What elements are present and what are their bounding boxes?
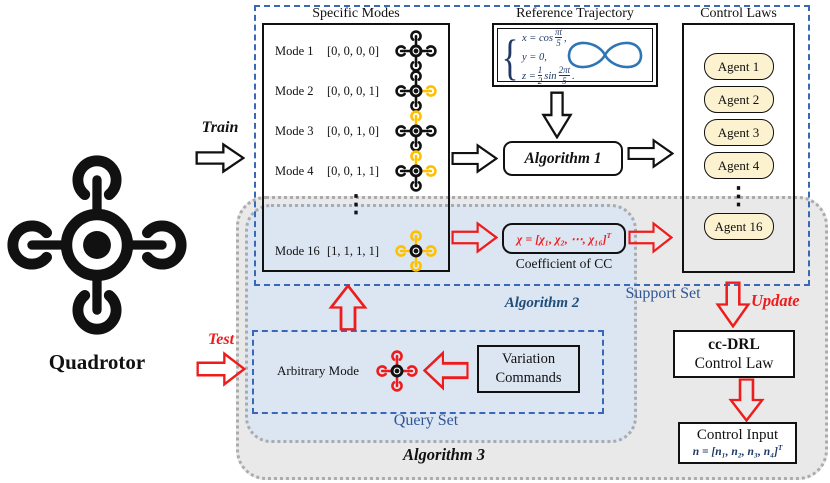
control-laws-box: Agent 1 Agent 2 Agent 3 Agent 4⋮Agent 16 (682, 23, 795, 273)
quadrotor-mode-icon (394, 69, 438, 113)
control-input-title: Control Input (696, 426, 779, 443)
train-arrow (195, 142, 246, 174)
agent-pill: Agent 4 (703, 152, 774, 179)
specific-modes-box: Mode 1 [0, 0, 0, 0] Mode 2 [0, 0, 0, 1] … (262, 23, 450, 272)
quadrotor-label: Quadrotor (48, 350, 146, 374)
variation-commands-line2: Commands (495, 370, 562, 386)
mode-vector: [0, 0, 1, 0] (327, 123, 380, 138)
algorithm2-region (245, 204, 637, 443)
mode-vector: [0, 0, 0, 0] (327, 43, 380, 58)
train-label: Train (201, 119, 239, 136)
query-set-label: Query Set (393, 412, 459, 429)
arbitrary-mode-label: Arbitrary Mode (277, 363, 359, 378)
reference-trajectory-title: Reference Trajectory (516, 6, 634, 21)
ccdrl-line2: Control Law (694, 355, 774, 372)
support-set-box (254, 5, 810, 286)
update-label: Update (751, 291, 800, 310)
algorithm1-box: Algorithm 1 (503, 141, 623, 176)
modes-vertical-ellipsis: ⋮ (344, 189, 368, 218)
mode-label: Mode 4 (275, 163, 314, 178)
mode-vector: [0, 0, 0, 1] (327, 83, 380, 98)
coefficient-caption: Coefficient of CC (515, 256, 613, 271)
mode-row: Mode 1 [0, 0, 0, 0] (264, 29, 448, 73)
variation-commands-line1: Variation (501, 351, 556, 368)
mode-row: Mode 3 [0, 0, 1, 0] (264, 109, 448, 153)
mode-row: Mode 4 [0, 0, 1, 1] (264, 149, 448, 193)
algorithm2-label: Algorithm 2 (504, 295, 580, 311)
mode-label: Mode 3 (275, 123, 314, 138)
quadrotor-icon (2, 150, 194, 342)
agent-pill: Agent 2 (703, 86, 774, 113)
mode-label: Mode 16 (275, 243, 320, 258)
quadrotor-mode-icon (394, 149, 438, 193)
coefficient-box: χ = [χ₁, χ₂, ⋯, χ₁₆]T (502, 223, 626, 254)
agent-pill: Agent 1 (703, 53, 774, 80)
algorithm1-label: Algorithm 1 (524, 149, 602, 167)
algorithm3-label: Algorithm 3 (402, 445, 486, 464)
ccdrl-box: cc-DRL Control Law (673, 330, 795, 378)
control-input-formula: n = [n₁, n₂, n₃, n₄]T (692, 444, 783, 458)
quadrotor-mode-icon (394, 29, 438, 73)
ccdrl-line1: cc-DRL (708, 335, 760, 353)
specific-modes-rows: Mode 1 [0, 0, 0, 0] Mode 2 [0, 0, 0, 1] … (264, 25, 448, 273)
agents-list: Agent 1 Agent 2 Agent 3 Agent 4⋮Agent 16 (684, 25, 793, 240)
quadrotor-mode-icon (394, 109, 438, 153)
control-input-box: Control Input n = [n₁, n₂, n₃, n₄]T (678, 422, 797, 464)
lemniscate-icon (563, 32, 647, 83)
quadrotor-mode-icon (394, 229, 438, 273)
arbitrary-mode-icon (375, 349, 419, 393)
coefficient-formula: χ = [χ₁, χ₂, ⋯, χ₁₆]T (516, 230, 612, 246)
mode-vector: [0, 0, 1, 1] (327, 163, 380, 178)
specific-modes-title: Specific Modes (312, 6, 400, 21)
reference-trajectory-box (492, 23, 658, 87)
test-label: Test (207, 331, 235, 348)
mode-vector: [1, 1, 1, 1] (327, 243, 380, 258)
variation-commands-box: Variation Commands (477, 345, 580, 393)
agents-vertical-ellipsis: ⋮ (726, 181, 751, 211)
mode-row: Mode 2 [0, 0, 0, 1] (264, 69, 448, 113)
control-laws-title: Control Laws (700, 6, 777, 21)
support-set-label: Support Set (625, 285, 701, 302)
equation-brace: { (501, 29, 519, 86)
query-set-box (252, 330, 604, 414)
mode-row: Mode 16 [1, 1, 1, 1] (264, 229, 448, 273)
mode-label: Mode 2 (275, 83, 314, 98)
agent-pill: Agent 3 (703, 119, 774, 146)
mode-label: Mode 1 (275, 43, 314, 58)
equation-y: y = 0, (522, 51, 547, 63)
agent-pill: Agent 16 (703, 213, 774, 240)
